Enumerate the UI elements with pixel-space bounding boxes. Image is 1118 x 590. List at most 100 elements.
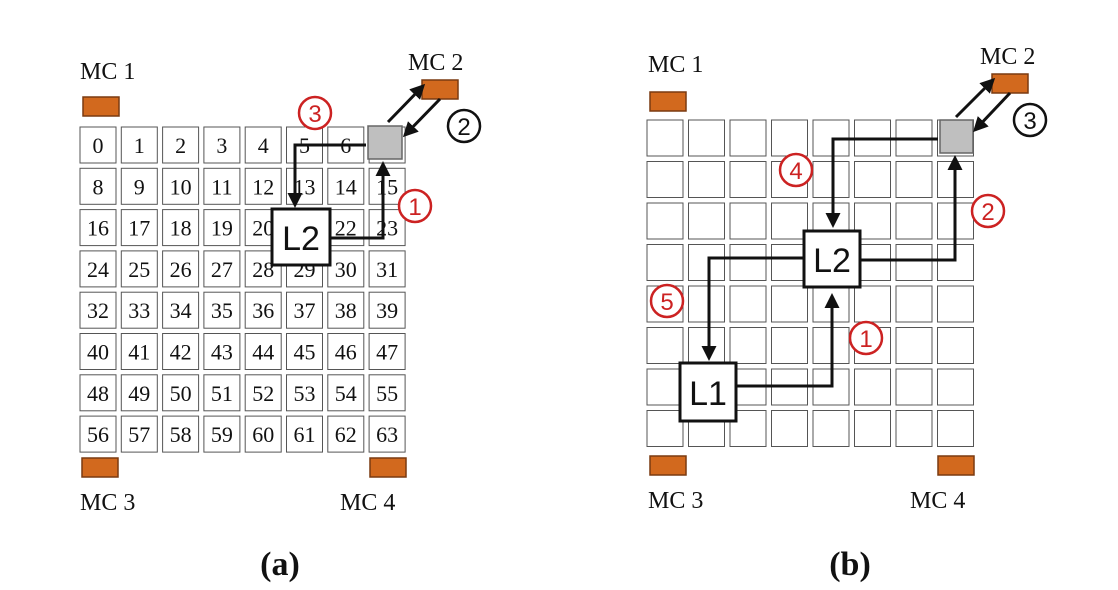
tile-id: 24 [87, 257, 109, 282]
tile [327, 250, 365, 288]
tile-id: 36 [252, 298, 274, 323]
step-2-marker-a: 2 [446, 108, 482, 144]
step-5-marker-b: 5 [649, 283, 685, 319]
tile [368, 333, 406, 370]
tile [203, 167, 241, 205]
tile-id: 34 [170, 298, 192, 323]
tile-id: 49 [128, 381, 150, 406]
tile [729, 285, 767, 323]
l2-label-a: L2 [282, 220, 320, 258]
arrow-router-to-mc2-b [954, 77, 996, 119]
tile [937, 327, 974, 364]
mc2-label: MC 2 [408, 50, 463, 76]
tile [162, 126, 200, 164]
mc3-label-b: MC 3 [648, 488, 703, 514]
tile [771, 244, 808, 281]
tile [895, 244, 933, 281]
tile-id: 28 [252, 257, 274, 282]
tile [79, 415, 117, 453]
arrow-l2-to-router-b [860, 155, 963, 262]
mc3-label: MC 3 [80, 490, 135, 516]
tile-id: 2 [175, 133, 186, 158]
tile [937, 368, 974, 406]
tile [286, 415, 323, 453]
tile [368, 415, 406, 453]
tile [646, 368, 684, 406]
arrow-mc2-to-router [402, 97, 442, 138]
arrow-l1-to-l2 [736, 293, 840, 388]
tile-id: 61 [294, 422, 316, 447]
tile [327, 167, 365, 205]
tile [812, 161, 850, 198]
tile [120, 250, 158, 288]
tile [688, 202, 725, 240]
tile [729, 327, 767, 364]
tile-id: 50 [170, 381, 192, 406]
tile-id: 27 [211, 257, 233, 282]
mc3-block [81, 457, 119, 478]
tile-id: 11 [211, 174, 232, 199]
tile-id: 4 [258, 133, 269, 158]
tile [688, 285, 725, 323]
tile [854, 161, 891, 198]
mc4-label: MC 4 [340, 490, 395, 516]
tile [646, 119, 684, 157]
tile-id: 55 [376, 381, 398, 406]
tile-id: 26 [170, 257, 192, 282]
tile [120, 415, 158, 453]
tile [244, 374, 282, 412]
l2-node-a [270, 207, 332, 267]
tile [244, 167, 282, 205]
tile-id: 8 [93, 174, 104, 199]
mc4-block-b [937, 455, 975, 476]
step-3-marker-a: 3 [297, 95, 333, 131]
tile [895, 327, 933, 364]
tile [729, 161, 767, 198]
router-square-b [939, 119, 974, 154]
tile [937, 410, 974, 447]
tile [688, 161, 725, 198]
tile-id: 19 [211, 216, 233, 241]
tile [244, 250, 282, 288]
tile [79, 126, 117, 164]
tile [646, 244, 684, 281]
step-2-num-a: 2 [457, 114, 470, 141]
tile [646, 161, 684, 198]
tile-id: 43 [211, 340, 233, 365]
tile-id: 18 [170, 216, 192, 241]
tile-id: 60 [252, 422, 274, 447]
tile-id: 10 [170, 174, 192, 199]
tile-id: 12 [252, 174, 274, 199]
tile [203, 126, 241, 164]
step-2-marker-b: 2 [970, 193, 1006, 229]
tile [286, 333, 323, 370]
tile-id: 46 [335, 340, 357, 365]
step-4-num-b: 4 [789, 158, 802, 185]
tile [895, 202, 933, 240]
tile [79, 291, 117, 329]
tile [203, 250, 241, 288]
tile [646, 410, 684, 447]
tile [729, 119, 767, 157]
tile-id: 45 [294, 340, 316, 365]
panel-a: 0123456789101112131415161718192021222324… [79, 50, 482, 583]
tile [286, 291, 323, 329]
mc1-label-b: MC 1 [648, 52, 703, 78]
tile [937, 285, 974, 323]
arrow-router-to-l2 [287, 143, 366, 208]
l1-label-b: L1 [689, 375, 727, 413]
tile [120, 167, 158, 205]
tile [244, 126, 282, 164]
l2-node-b [802, 229, 862, 289]
tile [203, 333, 241, 370]
arrow-router-to-l2-b [825, 137, 938, 228]
tile [646, 327, 684, 364]
tile [120, 333, 158, 370]
step-3-num-a: 3 [308, 101, 321, 128]
tile-id: 48 [87, 381, 109, 406]
tile [244, 415, 282, 453]
tile [162, 374, 200, 412]
tile [368, 374, 406, 412]
tile [854, 285, 891, 323]
